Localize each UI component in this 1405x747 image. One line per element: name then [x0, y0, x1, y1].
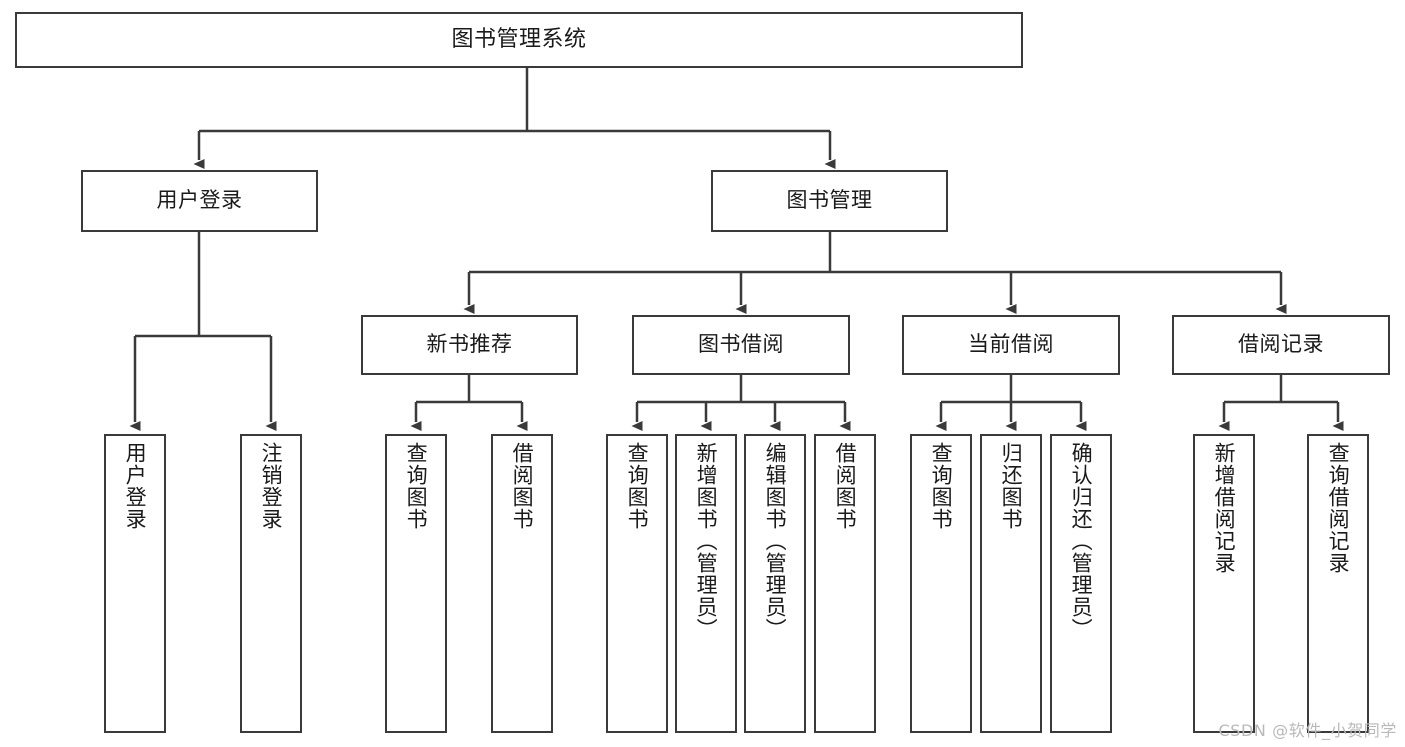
leaf-borrow-record-query[interactable]: 查询借阅记录 [1307, 434, 1369, 733]
leaf-current-borrow-query-label: 查询图书 [929, 442, 954, 530]
leaf-current-borrow-confirm-return-label: 确认归还（管理员） [1069, 442, 1094, 640]
leaf-current-borrow-confirm-return[interactable]: 确认归还（管理员） [1050, 434, 1112, 733]
node-user-login[interactable]: 用户登录 [81, 170, 318, 232]
leaf-current-borrow-query[interactable]: 查询图书 [910, 434, 972, 733]
leaf-user-login-login-label: 用户登录 [123, 442, 148, 530]
csdn-watermark: CSDN @软件_小贺同学 [1218, 721, 1397, 740]
leaf-book-borrow-query-label: 查询图书 [625, 442, 650, 530]
node-borrow-record-label: 借阅记录 [1238, 332, 1324, 357]
leaf-book-borrow-add[interactable]: 新增图书（管理员） [675, 434, 737, 733]
node-new-book-recommend-label: 新书推荐 [426, 332, 513, 357]
leaf-book-borrow-query[interactable]: 查询图书 [606, 434, 668, 733]
node-root-system-label: 图书管理系统 [451, 26, 587, 52]
leaf-new-book-query-label: 查询图书 [404, 442, 429, 530]
leaf-current-borrow-return-label: 归还图书 [999, 442, 1024, 530]
leaf-new-book-query[interactable]: 查询图书 [385, 434, 447, 733]
leaf-borrow-record-add-label: 新增借阅记录 [1212, 442, 1237, 574]
leaf-book-borrow-borrow[interactable]: 借阅图书 [814, 434, 876, 733]
leaf-user-login-logout[interactable]: 注销登录 [240, 434, 302, 733]
leaf-borrow-record-query-label: 查询借阅记录 [1326, 442, 1351, 574]
node-current-borrow-label: 当前借阅 [968, 332, 1054, 357]
node-book-management[interactable]: 图书管理 [711, 170, 948, 232]
node-book-borrow[interactable]: 图书借阅 [632, 315, 850, 375]
leaf-book-borrow-edit-label: 编辑图书（管理员） [763, 442, 788, 640]
node-new-book-recommend[interactable]: 新书推荐 [361, 315, 578, 375]
node-root-system[interactable]: 图书管理系统 [15, 12, 1023, 68]
leaf-book-borrow-edit[interactable]: 编辑图书（管理员） [744, 434, 806, 733]
leaf-book-borrow-add-label: 新增图书（管理员） [694, 442, 719, 640]
leaf-current-borrow-return[interactable]: 归还图书 [980, 434, 1042, 733]
node-borrow-record[interactable]: 借阅记录 [1172, 315, 1390, 375]
node-book-management-label: 图书管理 [786, 188, 873, 213]
node-user-login-label: 用户登录 [156, 188, 243, 213]
node-current-borrow[interactable]: 当前借阅 [902, 315, 1120, 375]
leaf-new-book-borrow-label: 借阅图书 [510, 442, 535, 530]
leaf-user-login-logout-label: 注销登录 [259, 442, 284, 530]
leaf-borrow-record-add[interactable]: 新增借阅记录 [1193, 434, 1255, 733]
leaf-book-borrow-borrow-label: 借阅图书 [833, 442, 858, 530]
leaf-user-login-login[interactable]: 用户登录 [104, 434, 166, 733]
node-book-borrow-label: 图书借阅 [698, 332, 784, 357]
leaf-new-book-borrow[interactable]: 借阅图书 [491, 434, 553, 733]
